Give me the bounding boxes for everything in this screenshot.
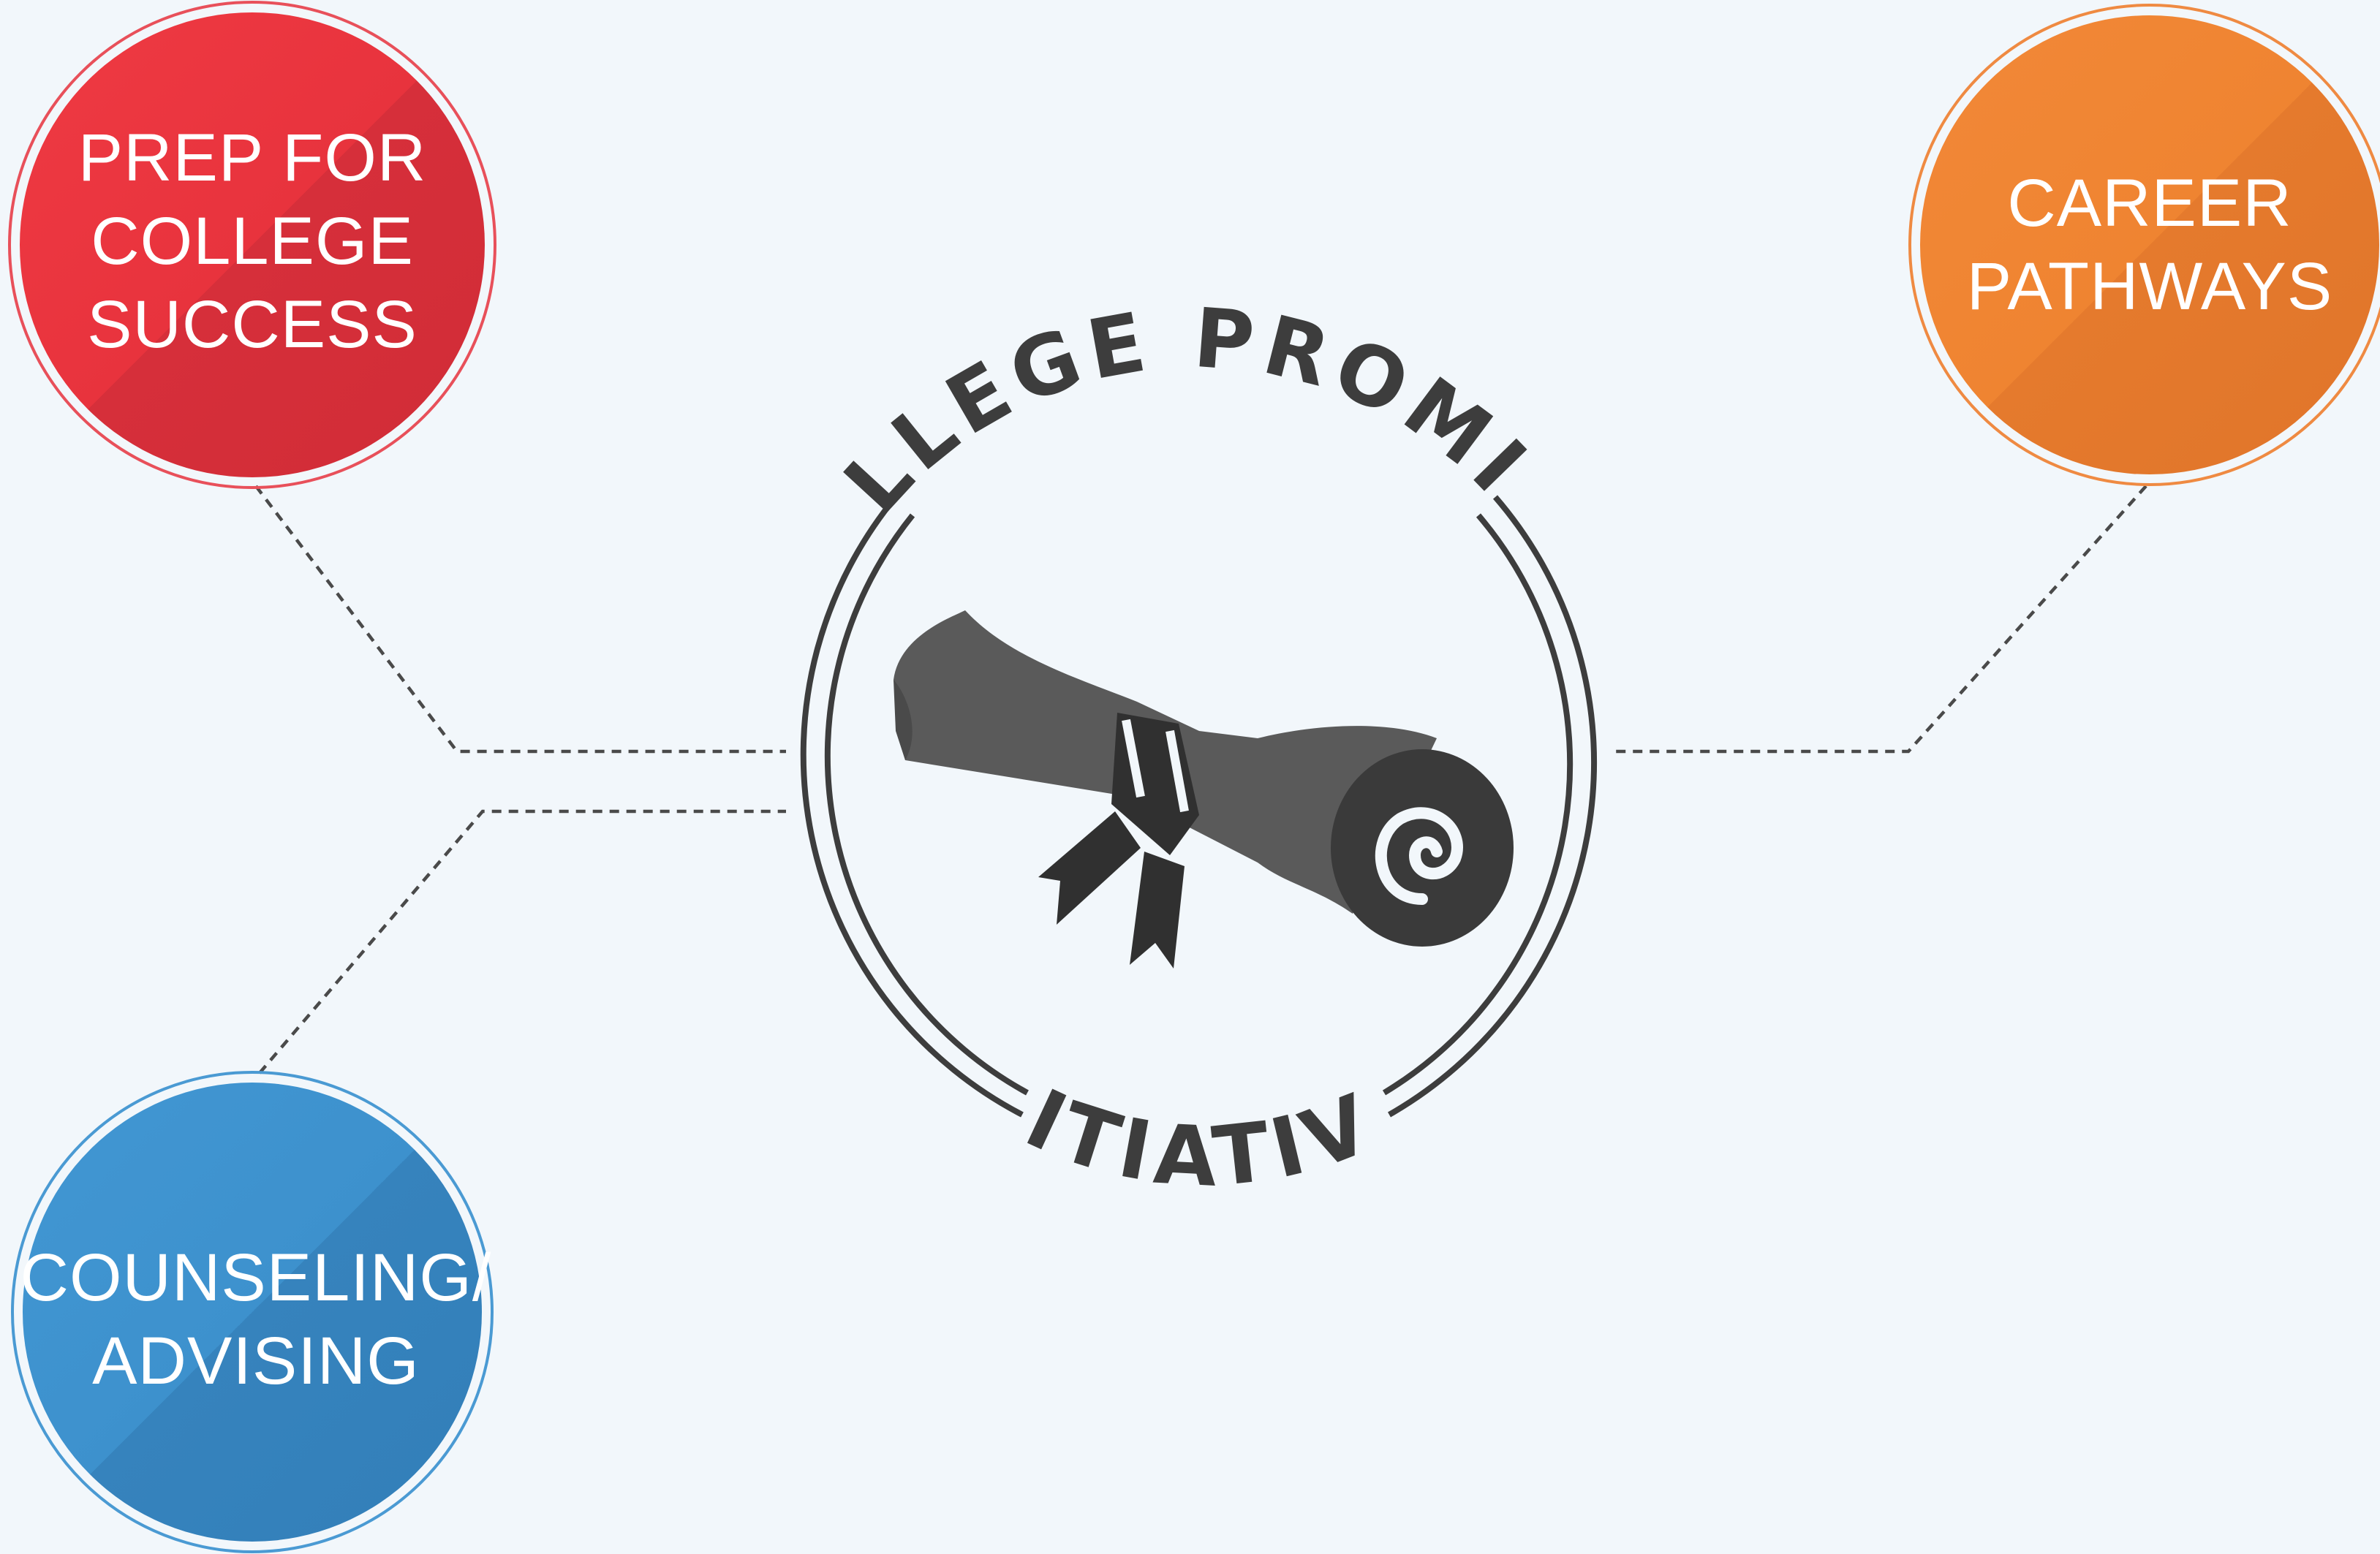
diploma-scroll-icon: [894, 610, 1514, 969]
node-label-counseling[interactable]: COUNSELING/ ADVISING: [20, 1240, 492, 1398]
connector-career: [1616, 485, 2147, 754]
node-prep[interactable]: [8, 1, 496, 489]
connector-prep: [254, 485, 786, 754]
node-label-prep[interactable]: PREP FOR COLLEGE SUCCESS: [78, 121, 427, 362]
connector-counseling: [258, 809, 786, 1074]
node-label-career[interactable]: CAREER PATHWAYS: [1966, 166, 2333, 324]
node-career[interactable]: [1908, 4, 2380, 486]
node-counseling[interactable]: [11, 1071, 494, 1553]
